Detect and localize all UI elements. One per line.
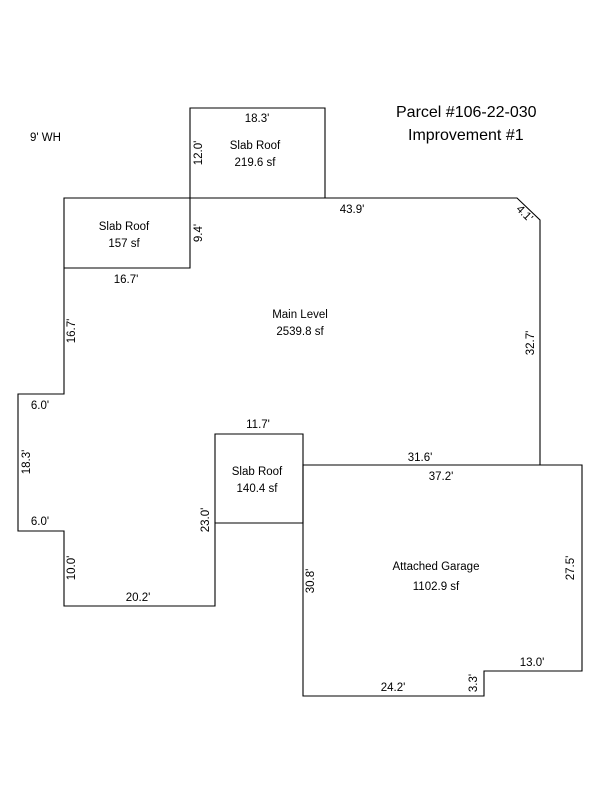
attached-garage-area: 1102.9 sf xyxy=(413,581,460,593)
dim-top-width: 18.3' xyxy=(245,113,270,125)
slab-roof-left-name: Slab Roof xyxy=(99,221,150,233)
dim-lower-left: 10.0' xyxy=(66,556,78,581)
slab-roof-top-name: Slab Roof xyxy=(230,140,281,152)
dim-main-bottom-right: 31.6' xyxy=(408,452,433,464)
dim-step-lower: 6.0' xyxy=(31,516,49,528)
slab-roof-center-name: Slab Roof xyxy=(232,466,283,478)
slab-roof-left-outline xyxy=(64,198,191,269)
dim-garage-left: 30.8' xyxy=(305,569,317,594)
main-level-outline xyxy=(17,197,541,607)
dim-left-roof-height: 9.4' xyxy=(193,224,205,242)
slab-roof-center-area: 140.4 sf xyxy=(237,483,279,495)
dim-corner-diag: 4.1' xyxy=(513,203,534,224)
main-level-area: 2539.8 sf xyxy=(276,326,324,338)
dim-garage-step: 3.3' xyxy=(468,674,480,692)
dim-step-upper: 6.0' xyxy=(31,400,49,412)
slab-roof-center-outline xyxy=(214,433,304,523)
slab-roof-left-area: 157 sf xyxy=(108,238,140,250)
attached-garage-outline xyxy=(302,464,583,697)
dim-left-upper: 16.7' xyxy=(66,319,78,344)
dim-center-roof-height: 23.0' xyxy=(200,508,212,533)
main-level-name: Main Level xyxy=(272,309,328,321)
dim-main-top: 43.9' xyxy=(340,204,365,216)
attached-garage-name: Attached Garage xyxy=(393,561,480,573)
dim-right-main: 32.7' xyxy=(525,331,537,356)
dim-garage-bottom: 24.2' xyxy=(381,682,406,694)
dim-center-roof-width: 11.7' xyxy=(246,419,270,431)
slab-roof-top-area: 219.6 sf xyxy=(235,157,277,169)
parcel-number: Parcel #106-22-030 xyxy=(396,104,537,121)
dim-bottom-left: 20.2' xyxy=(126,592,151,604)
dim-far-left: 18.3' xyxy=(21,450,33,475)
dim-top-height: 12.0' xyxy=(193,141,205,166)
dim-left-roof-width: 16.7' xyxy=(114,274,139,286)
dim-garage-step-top: 13.0' xyxy=(520,657,545,669)
improvement-number: Improvement #1 xyxy=(408,127,524,144)
slab-roof-top-outline xyxy=(189,107,326,198)
dim-garage-right: 27.5' xyxy=(565,556,577,581)
wall-height-note: 9' WH xyxy=(30,132,61,144)
dim-garage-top: 37.2' xyxy=(429,471,454,483)
